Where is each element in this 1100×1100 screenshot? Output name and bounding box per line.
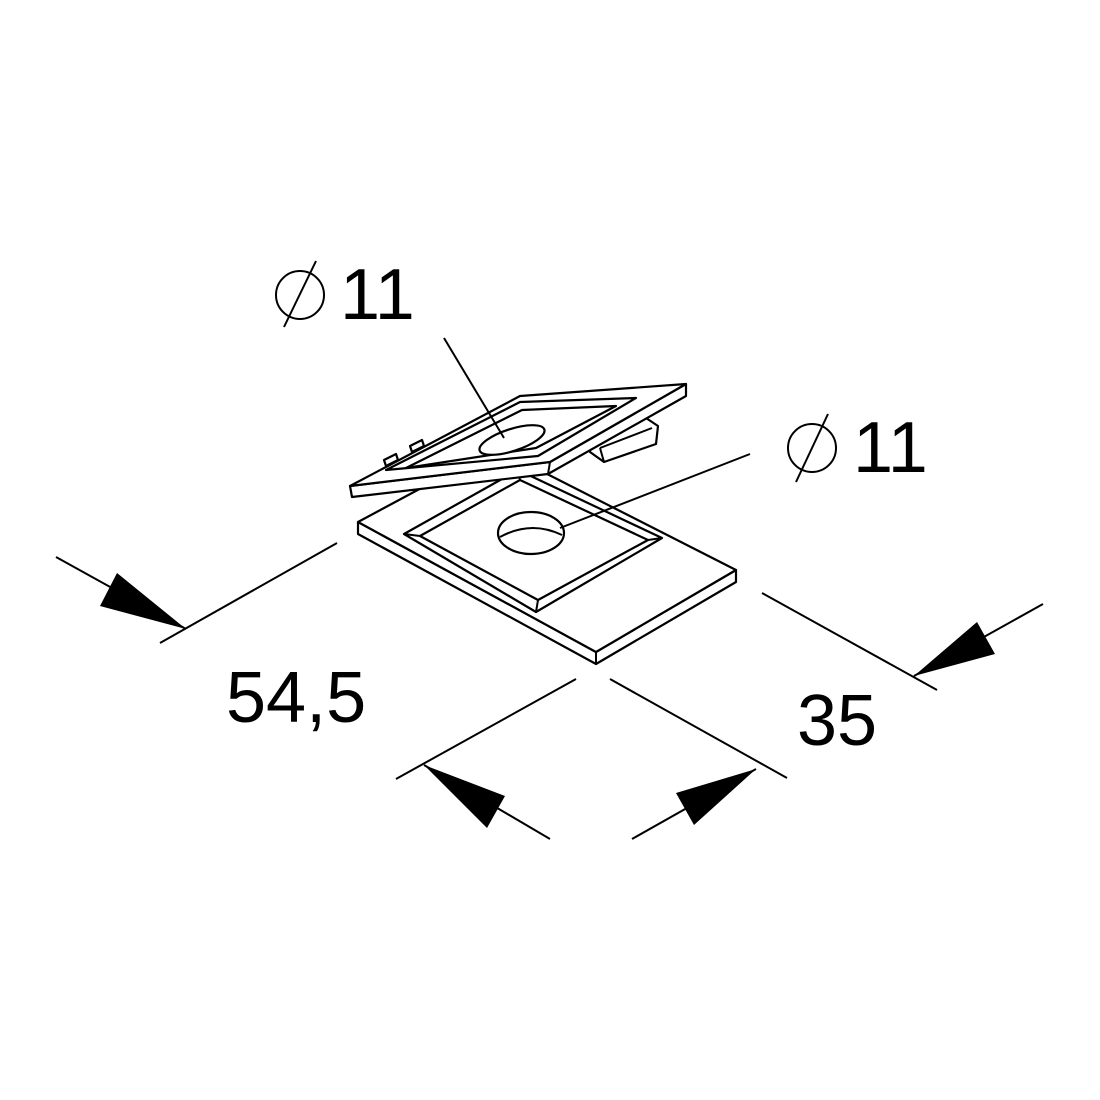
dimension-width — [761, 592, 1044, 691]
dimension-length — [55, 542, 338, 644]
lid — [348, 382, 688, 499]
length-value: 54,5 — [226, 658, 366, 738]
leader-line-right — [559, 453, 751, 529]
arrowhead-bottom-right — [676, 769, 756, 825]
base-hole — [496, 510, 566, 556]
arrowhead-left — [100, 573, 186, 629]
lid-slot — [478, 424, 546, 456]
arrowhead-bottom-left — [424, 765, 505, 828]
width-value: 35 — [797, 681, 877, 761]
hole-right-value: 11 — [853, 408, 928, 488]
leader-line-top — [443, 337, 505, 439]
base-plate — [356, 446, 738, 666]
dimension-bottom — [395, 678, 788, 840]
diameter-symbol-right — [787, 413, 837, 483]
hole-top-value: 11 — [340, 255, 415, 335]
diameter-symbol-top — [275, 260, 325, 328]
arrowhead-right — [914, 622, 995, 676]
